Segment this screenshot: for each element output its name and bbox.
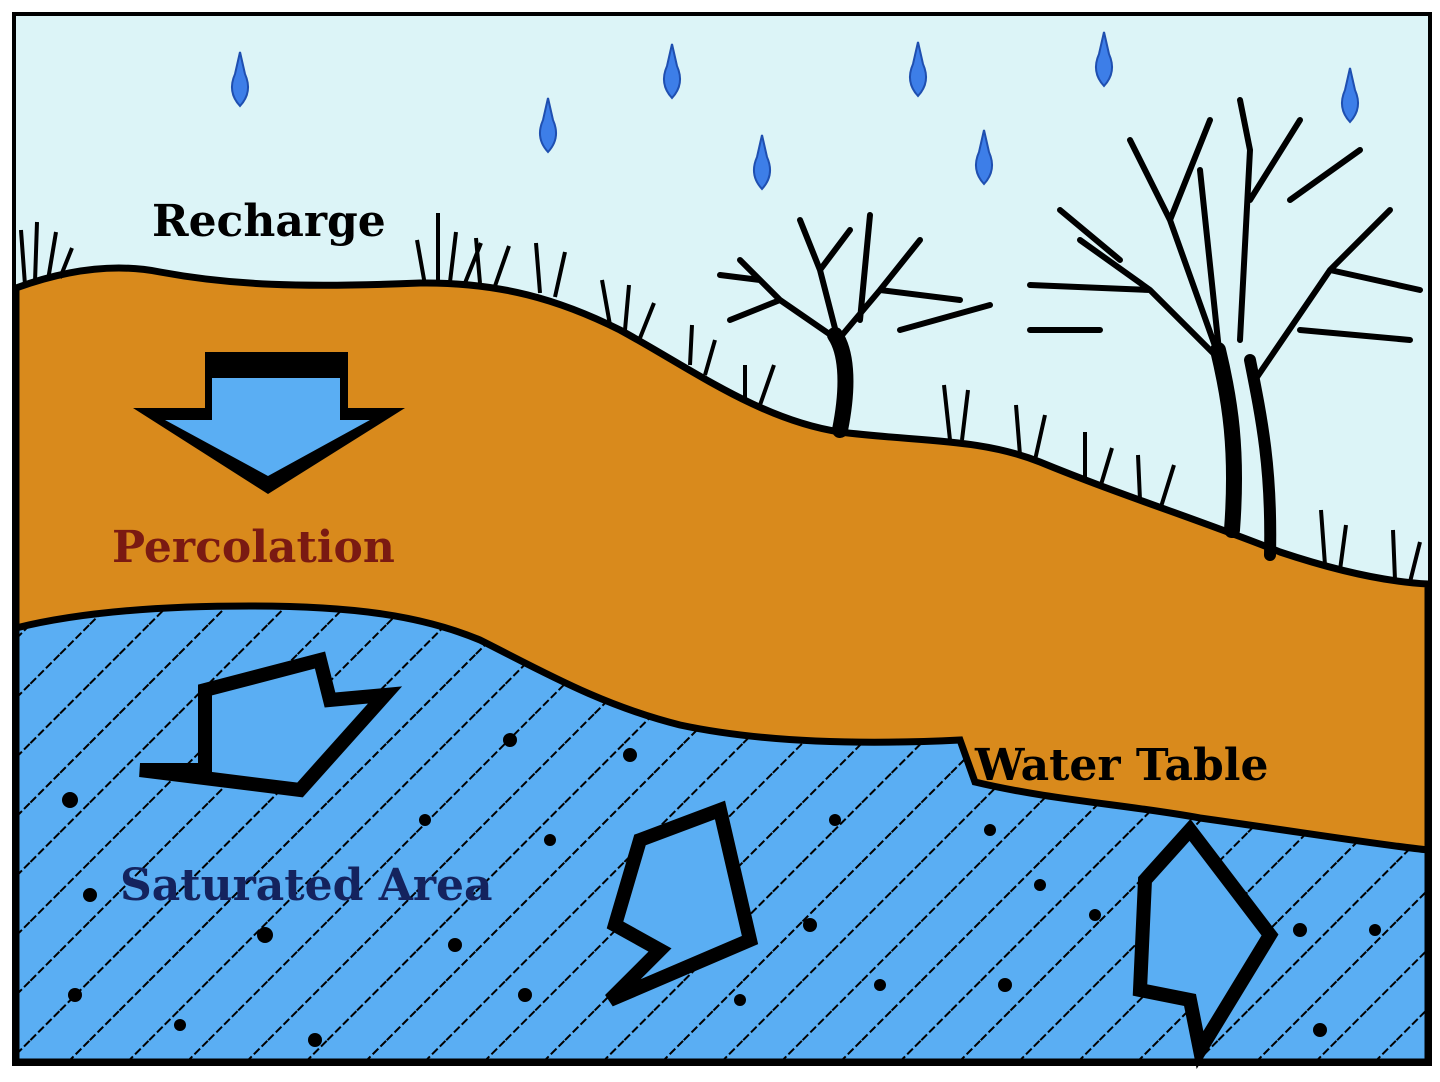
raindrop-icon	[974, 129, 994, 186]
raindrops	[230, 31, 1360, 191]
saturated-area-label: Saturated Area	[120, 860, 493, 911]
water-table-label: Water Table	[974, 740, 1268, 791]
raindrop-icon	[752, 134, 772, 191]
tree-icon	[1027, 97, 1423, 561]
recharge-label: Recharge	[152, 196, 386, 247]
raindrop-icon	[1340, 67, 1360, 124]
raindrop-icon	[908, 41, 928, 98]
raindrop-icon	[1094, 31, 1114, 88]
raindrop-icon	[538, 97, 558, 154]
tree-icon	[717, 212, 993, 438]
soil-particles	[62, 733, 1381, 1047]
grass-icon	[19, 213, 1422, 583]
percolation-label: Percolation	[112, 522, 395, 573]
frame-border	[12, 12, 1432, 1066]
down-arrow-icon	[133, 352, 405, 494]
flow-arrow-icon	[139, 651, 1279, 1069]
raindrop-icon	[662, 43, 682, 100]
raindrop-icon	[230, 51, 250, 108]
